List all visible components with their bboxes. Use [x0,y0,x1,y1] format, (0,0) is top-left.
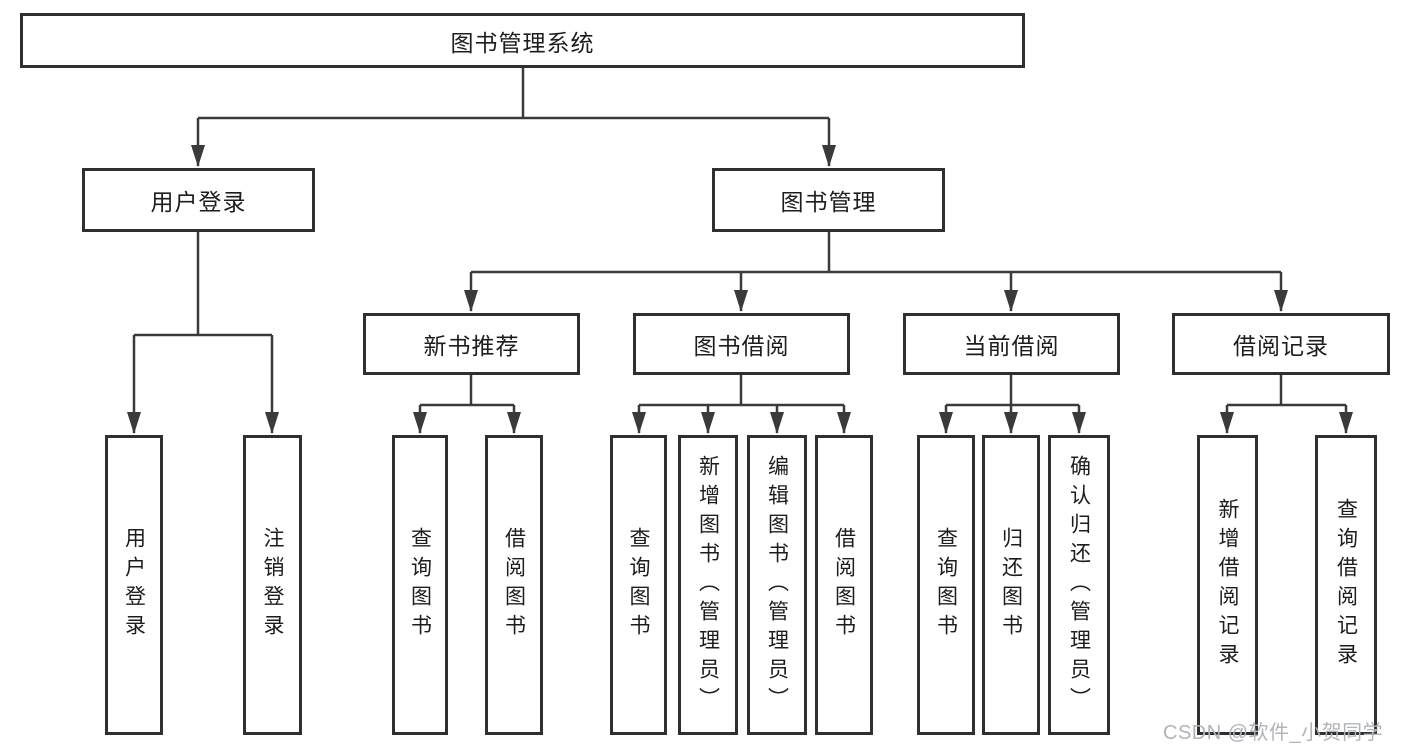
leaf-query-borrow-record: 查询借阅记录 [1315,435,1377,735]
leaf-add-book-admin: 新增图书（管理员） [678,435,738,735]
node-book-borrow: 图书借阅 [633,313,850,375]
leaf-confirm-return-admin: 确认归还（管理员） [1048,435,1110,735]
leaf-query-books-recommend: 查询图书 [392,435,448,735]
node-borrow-records: 借阅记录 [1172,313,1390,375]
node-user-login-group: 用户登录 [82,168,315,232]
leaf-logout: 注销登录 [243,435,302,735]
leaf-edit-book-admin: 编辑图书（管理员） [747,435,807,735]
leaf-query-books-borrow: 查询图书 [610,435,667,735]
node-root-system: 图书管理系统 [20,13,1025,68]
leaf-borrow-books-borrow: 借阅图书 [815,435,873,735]
watermark: CSDN @软件_小贺同学 [1163,722,1384,744]
leaf-add-borrow-record: 新增借阅记录 [1197,435,1258,735]
leaf-user-login: 用户登录 [105,435,163,735]
leaf-query-books-current: 查询图书 [917,435,975,735]
leaf-return-book: 归还图书 [982,435,1040,735]
node-book-management: 图书管理 [712,168,945,232]
node-new-book-recommend: 新书推荐 [363,313,580,375]
leaf-borrow-books-recommend: 借阅图书 [485,435,543,735]
connector-skeleton [134,68,1346,407]
node-current-borrow: 当前借阅 [903,313,1120,375]
